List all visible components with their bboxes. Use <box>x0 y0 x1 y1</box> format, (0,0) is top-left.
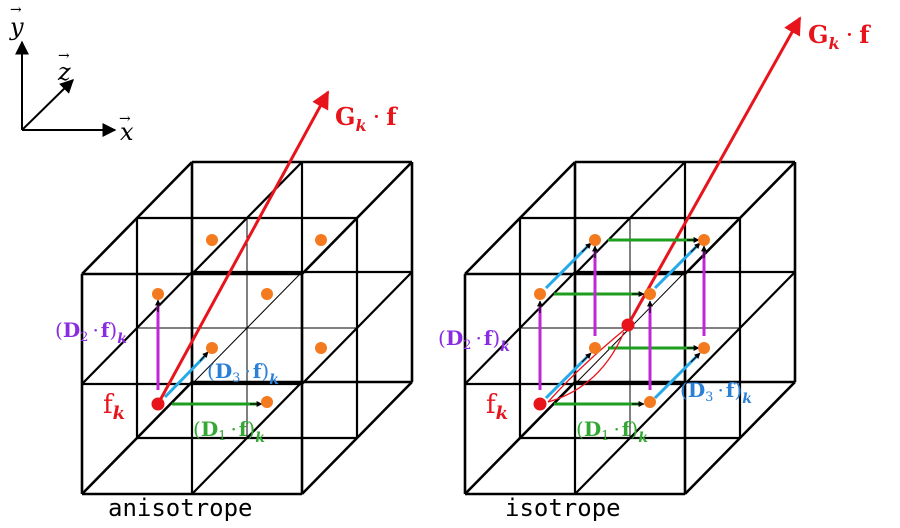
svg-text:Gk·f: Gk·f <box>808 20 871 53</box>
d3-arrow-head <box>690 242 701 253</box>
grid-line <box>464 381 576 495</box>
grid-line <box>301 161 413 275</box>
z-axis-label: z <box>57 58 71 86</box>
gk-f-arrow <box>626 16 802 326</box>
z-axis-vector-mark: → <box>58 48 70 64</box>
label-fk-right: fk <box>486 390 508 424</box>
svg-text:(D2·f)k: (D2·f)k <box>55 318 127 347</box>
gk-f-arrow <box>156 90 330 405</box>
center-point-fk <box>151 397 165 411</box>
stencil-point <box>261 288 273 300</box>
grid-cube-anisotrope <box>80 160 414 496</box>
y-axis-vector-mark: → <box>10 2 22 18</box>
stencil-point <box>206 234 218 246</box>
label-fk-left: fk <box>103 390 125 424</box>
grid-line <box>191 381 303 495</box>
caption-anisotrope: anisotrope <box>108 494 253 522</box>
grid-line <box>81 271 193 385</box>
center-point-fk <box>533 397 547 411</box>
grid-line <box>191 271 303 385</box>
stencil-isotrope <box>533 16 802 411</box>
grid-line <box>684 271 796 385</box>
label-d3-right: (D3·f)k <box>680 378 752 407</box>
x-axis-label: x <box>120 118 134 146</box>
svg-text:fk: fk <box>486 390 508 424</box>
stencil-point <box>152 288 164 300</box>
label-d1-right: (D1·f)k <box>576 417 648 446</box>
grid-line <box>464 271 576 385</box>
z-axis-arrow <box>21 79 74 131</box>
d3-arrow <box>653 354 699 400</box>
svg-text:(D2·f)k: (D2·f)k <box>438 326 510 355</box>
stencil-point <box>261 396 273 408</box>
svg-text:Gk·f: Gk·f <box>335 102 398 135</box>
svg-text:fk: fk <box>103 390 125 424</box>
stencil-point <box>589 234 601 246</box>
label-d2-right: (D2·f)k <box>438 326 510 355</box>
grid-line <box>464 161 576 275</box>
y-axis-label: y <box>9 13 24 41</box>
label-d3-left: (D3·f)k <box>207 359 279 388</box>
cell-center-point <box>621 318 635 332</box>
grid-line <box>301 381 413 495</box>
svg-text:(D3·f)k: (D3·f)k <box>207 359 279 388</box>
label-gk-f-right: Gk·f <box>808 20 871 53</box>
label-d1-left: (D1·f)k <box>193 417 265 446</box>
caption-isotrope: isotrope <box>505 494 621 522</box>
d3-arrow <box>544 244 590 290</box>
interp-curve <box>547 329 625 403</box>
d3-arrow-head <box>199 351 209 362</box>
grid-line <box>81 161 193 275</box>
stencil-point <box>589 342 601 354</box>
grid-line <box>301 271 413 385</box>
grid-line <box>574 161 686 275</box>
stencil-point <box>534 288 546 300</box>
svg-text:(D1·f)k: (D1·f)k <box>576 417 648 446</box>
d3-arrow-head <box>581 352 592 363</box>
svg-text:(D3·f)k: (D3·f)k <box>680 378 752 407</box>
stencil-point <box>315 234 327 246</box>
axes-triad: x → y → z → <box>9 2 134 146</box>
d3-arrow <box>163 354 207 399</box>
d3-arrow-head <box>581 242 592 253</box>
d3-arrow-head <box>690 352 701 363</box>
x-axis-vector-mark: → <box>119 111 131 127</box>
stencil-anisotrope <box>151 90 330 411</box>
d3-arrow <box>653 244 699 290</box>
interp-curve <box>547 331 625 403</box>
stencil-point <box>698 234 710 246</box>
stencil-point <box>644 288 656 300</box>
label-d2-left: (D2·f)k <box>55 318 127 347</box>
grid-line <box>81 381 193 495</box>
grid-line <box>574 381 686 495</box>
d3-arrow <box>544 354 590 400</box>
stencil-point <box>698 342 710 354</box>
stencil-point <box>206 342 218 354</box>
stencil-point <box>315 342 327 354</box>
label-gk-f-left: Gk·f <box>335 102 398 135</box>
svg-text:(D1·f)k: (D1·f)k <box>193 417 265 446</box>
grid-line <box>191 161 303 275</box>
stencil-point <box>644 396 656 408</box>
grid-line <box>684 381 796 495</box>
